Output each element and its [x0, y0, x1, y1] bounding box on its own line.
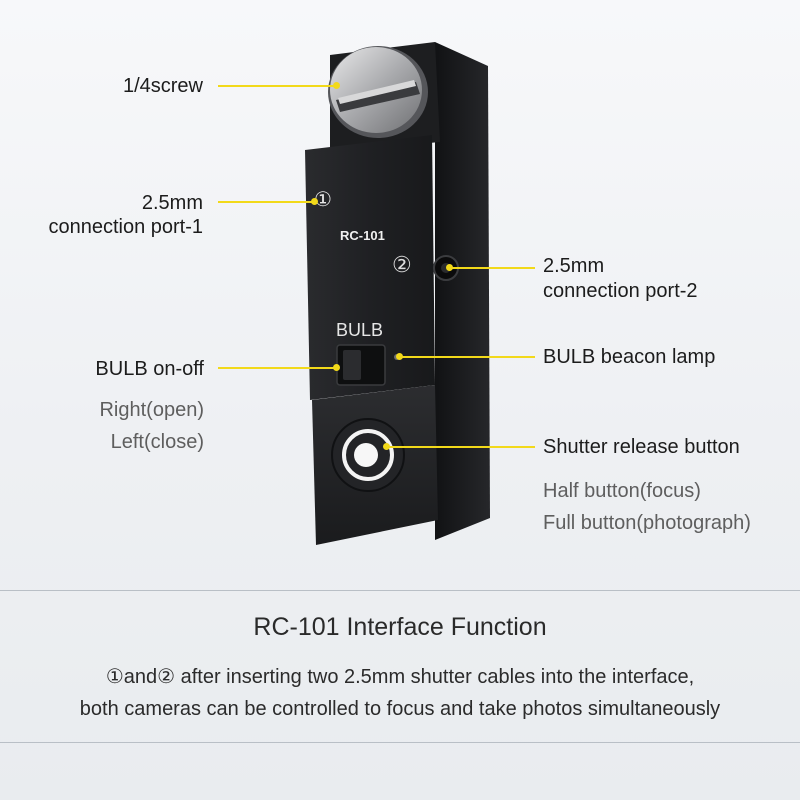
leader-shutter [386, 446, 535, 448]
screw-icon [328, 46, 428, 138]
device-model-label: RC-101 [340, 228, 385, 243]
label-port-2-line1: 2.5mm [543, 255, 605, 277]
port-2-mark: ② [392, 252, 412, 277]
leader-dot-port-1 [311, 198, 318, 205]
label-port-1-line2: connection port-1 [48, 216, 203, 238]
leader-bulb-switch [218, 367, 336, 369]
label-bulb-switch: BULB on-off [95, 358, 204, 380]
footer-title: RC-101 Interface Function [253, 613, 547, 641]
leader-dot-shutter [383, 443, 390, 450]
footer-desc-line2: both cameras can be controlled to focus … [79, 698, 721, 720]
port-1-mark: ① [314, 189, 332, 211]
leader-dot-bulb-lamp [396, 353, 403, 360]
device-front-body [305, 135, 435, 400]
label-shutter-half: Half button(focus) [543, 480, 701, 502]
bulb-switch [336, 344, 386, 386]
leader-bulb-lamp [400, 356, 535, 358]
leader-dot-bulb-switch [333, 364, 340, 371]
leader-port-1 [218, 201, 314, 203]
bulb-marking: BULB [336, 320, 384, 340]
label-bulb-lamp: BULB beacon lamp [543, 346, 716, 368]
shutter-release-button [331, 418, 405, 492]
label-bulb-right: Right(open) [99, 399, 204, 421]
label-bulb-left: Left(close) [110, 431, 204, 453]
label-port-1-line1: 2.5mm [141, 192, 203, 214]
leader-screw [218, 85, 336, 87]
label-port-2-line2: connection port-2 [543, 280, 698, 302]
leader-dot-screw [333, 82, 340, 89]
label-screw: 1/4screw [122, 75, 203, 97]
leader-port-2 [449, 267, 535, 269]
divider-top [0, 590, 800, 591]
device-side-face [435, 42, 490, 540]
label-shutter-full: Full button(photograph) [543, 512, 751, 534]
footer-desc-line1: ①and② after inserting two 2.5mm shutter … [105, 666, 695, 688]
divider-bottom [0, 742, 800, 743]
leader-dot-port-2 [446, 264, 453, 271]
label-shutter: Shutter release button [543, 436, 740, 458]
